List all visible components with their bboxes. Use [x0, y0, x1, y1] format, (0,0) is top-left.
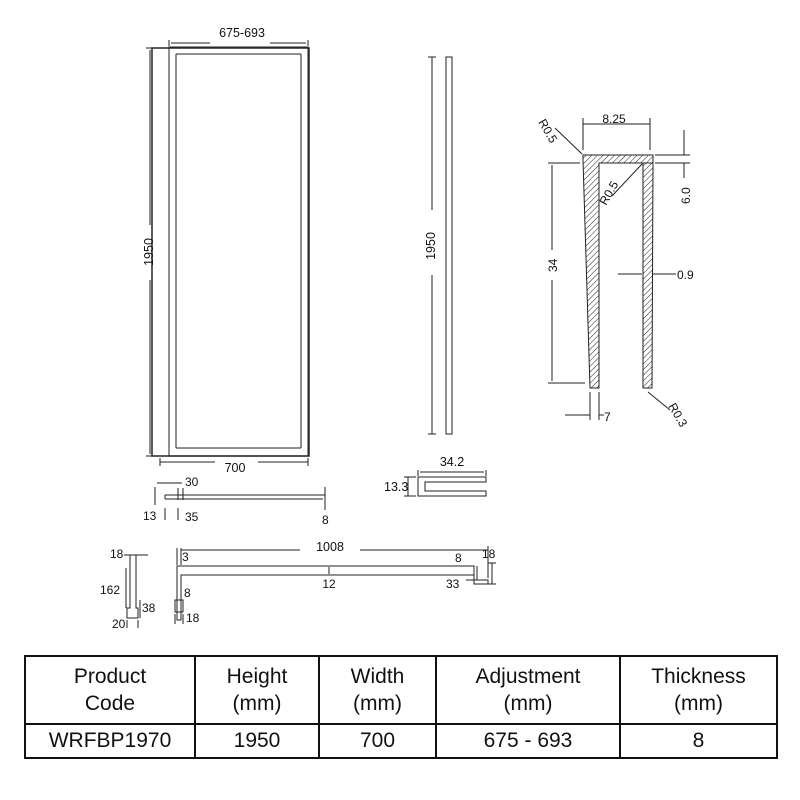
bottom-bar-length: 1008: [316, 540, 344, 554]
profile-wall-thickness: 0.9: [677, 268, 694, 282]
top-section-dim-13: 13: [143, 509, 157, 523]
header-product-code: Product Code: [24, 655, 196, 725]
cell-adjustment: 675 - 693: [435, 723, 621, 759]
bottom-bar-dim-3: 3: [182, 550, 189, 564]
panel-height-dimension: 1950: [142, 238, 156, 266]
panel-front-view: 675-693 1950 700: [142, 26, 310, 475]
top-section-dim-8: 8: [322, 513, 329, 527]
top-section: 30 13 35 8: [143, 475, 329, 527]
spec-table-row: WRFBP1970 1950 700 675 - 693 8: [24, 723, 778, 759]
header-adjustment: Adjustment (mm): [435, 655, 621, 725]
header-width: Width (mm): [318, 655, 437, 725]
cell-height: 1950: [194, 723, 320, 759]
wall-profile-height: 162: [100, 583, 120, 597]
profile-radius-bottom: R0.3: [665, 401, 690, 430]
profile-radius-top-left: R0.5: [535, 117, 560, 146]
side-height-dimension: 1950: [424, 232, 438, 260]
wall-profile-base: 20: [112, 617, 126, 631]
header-height: Height (mm): [194, 655, 320, 725]
profile-top-height: 6.0: [679, 187, 693, 204]
profile-bottom-gap: 7: [604, 410, 611, 424]
channel-section: 34.2 13.3: [384, 455, 487, 497]
bottom-bar-mid: 12: [322, 577, 336, 591]
cell-width: 700: [318, 723, 437, 759]
channel-width: 34.2: [440, 455, 464, 469]
header-thickness: Thickness (mm): [619, 655, 778, 725]
bottom-bar-right-33: 33: [446, 577, 460, 591]
cell-thickness: 8: [619, 723, 778, 759]
profile-depth: 34: [546, 258, 560, 272]
profile-top-width: 8.25: [602, 112, 626, 126]
cell-product-code: WRFBP1970: [24, 723, 196, 759]
wall-profile-18: 18: [186, 611, 200, 625]
wall-profile-8: 8: [184, 586, 191, 600]
profile-section: 8.25 R0.5 R0.5 6.0 34 0.9 7 R0.3: [535, 112, 694, 430]
panel-side-view: 1950: [424, 56, 453, 435]
profile-radius-inner: R0.5: [596, 178, 621, 207]
top-section-dim-35: 35: [185, 510, 199, 524]
bottom-bar-right-8: 8: [455, 551, 462, 565]
bottom-bar: 3 1008 12 8 18 33: [176, 540, 496, 621]
bottom-bar-right-18: 18: [482, 547, 496, 561]
spec-table: Product Code Height (mm) Width (mm) Adju…: [24, 655, 778, 759]
top-section-dim-30: 30: [185, 475, 199, 489]
wall-profile-38: 38: [142, 601, 156, 615]
panel-width-dimension: 700: [225, 461, 246, 475]
wall-profile-top: 18: [110, 547, 124, 561]
technical-drawing: 675-693 1950 700 1950 8.25 R0.5: [100, 26, 694, 631]
spec-table-header-row: Product Code Height (mm) Width (mm) Adju…: [24, 655, 778, 725]
wall-profile: 18 162 38 20 8 18: [100, 547, 200, 631]
panel-adjust-dimension: 675-693: [219, 26, 265, 40]
channel-height: 13.3: [384, 480, 408, 494]
